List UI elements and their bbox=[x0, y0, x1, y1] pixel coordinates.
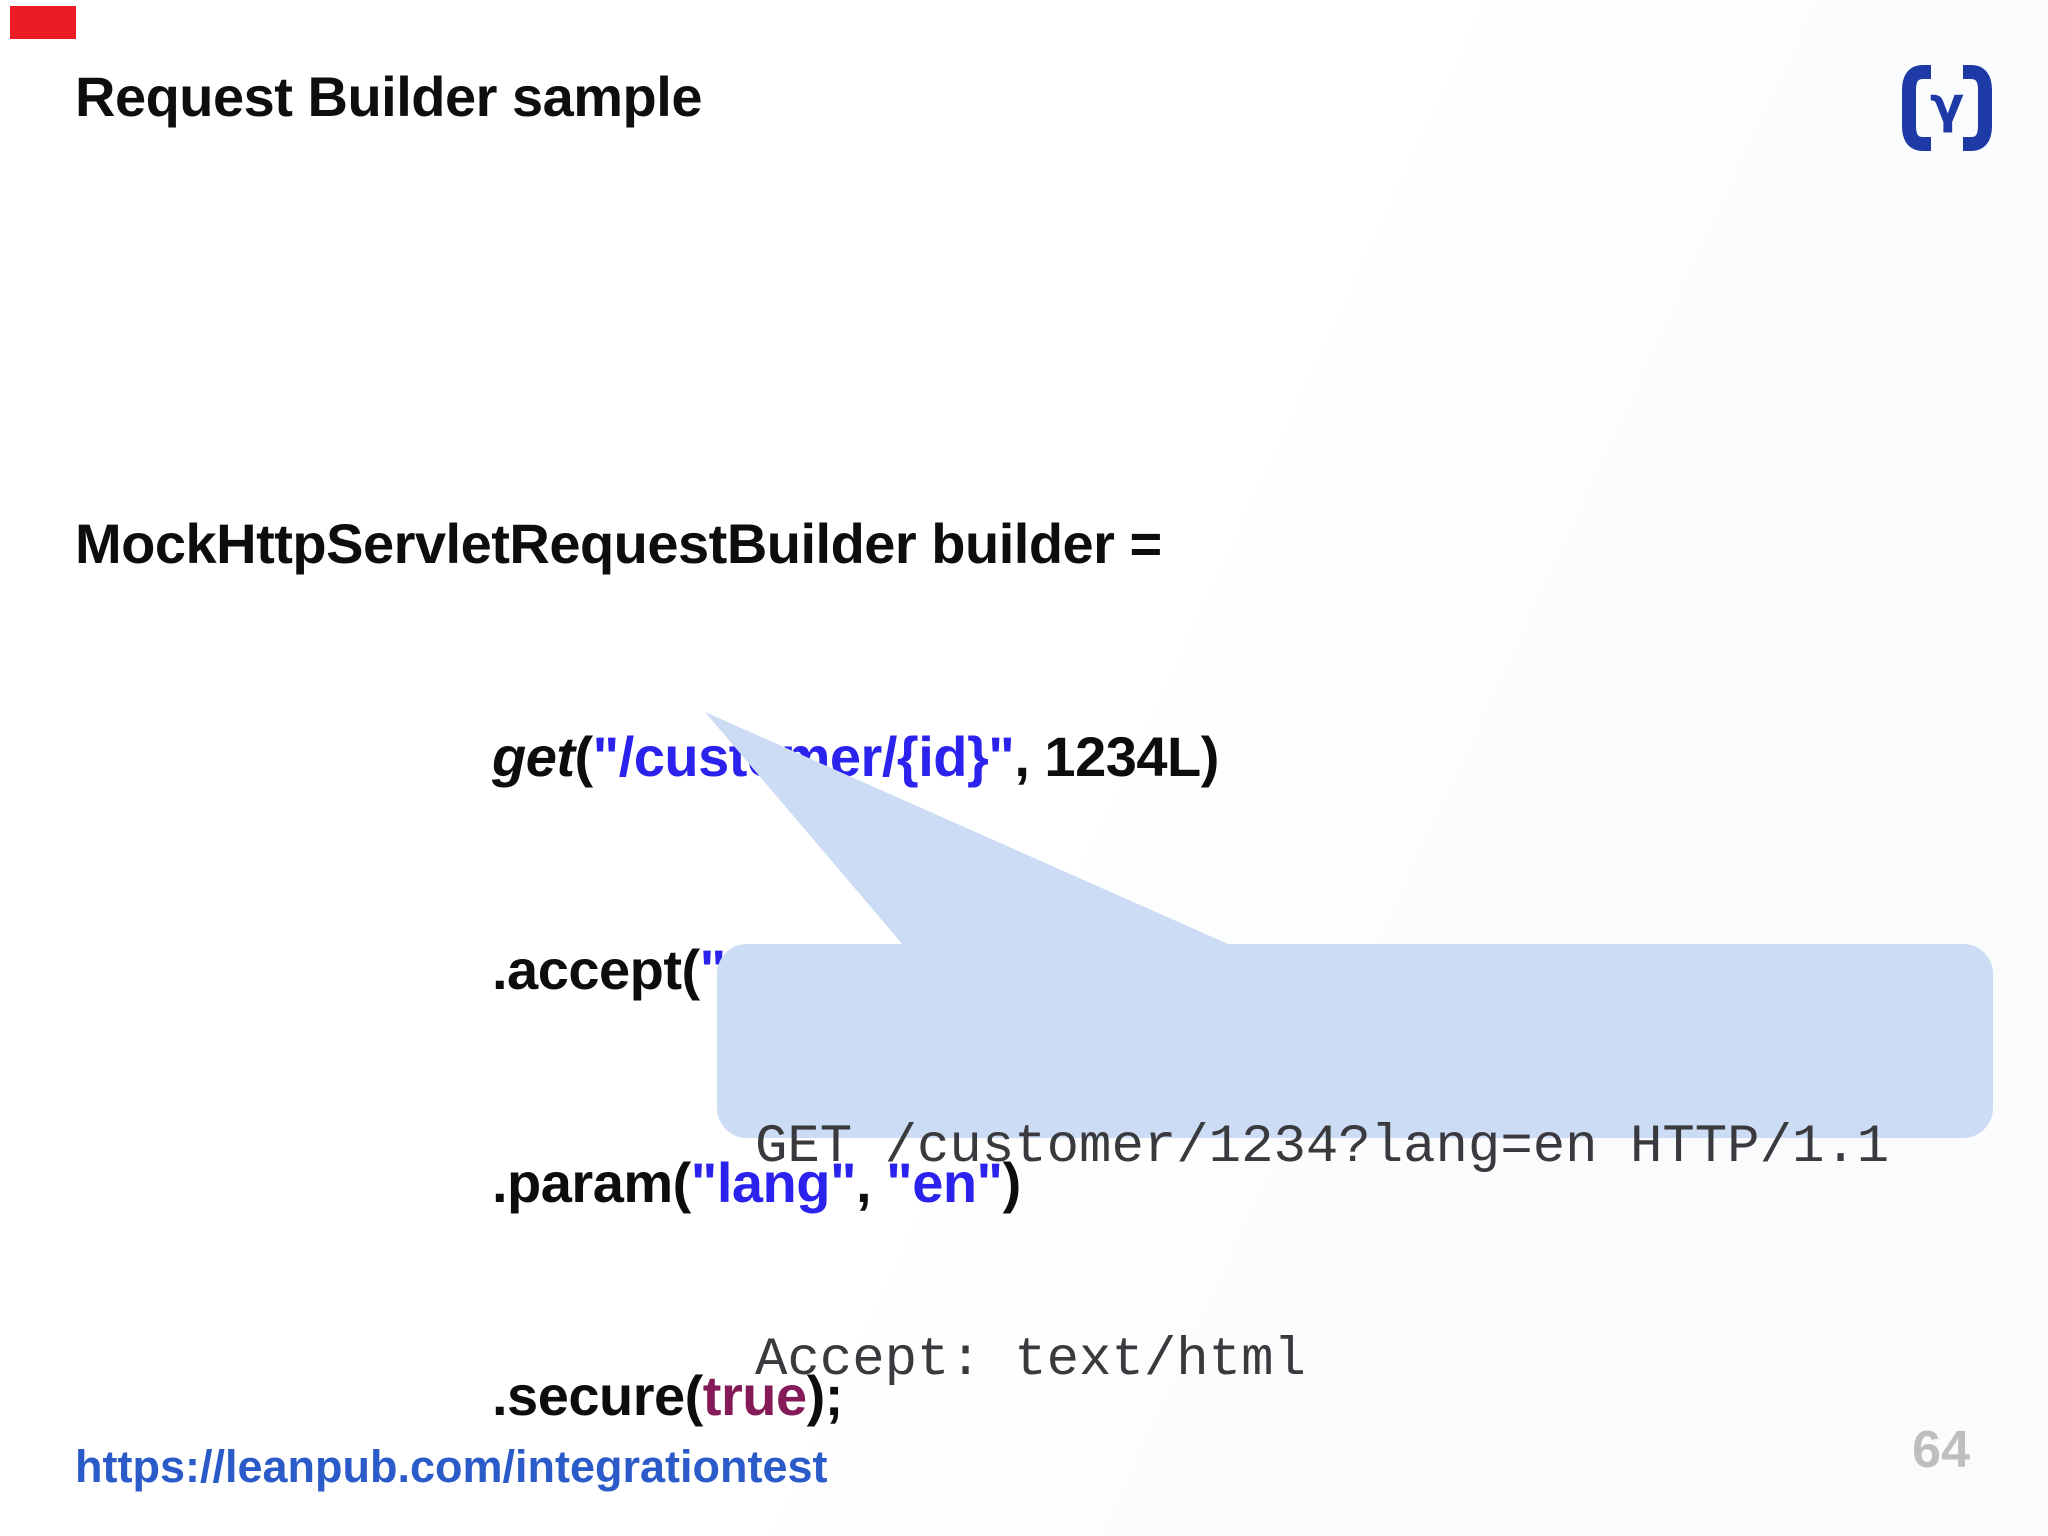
red-marker-box bbox=[10, 6, 76, 39]
page-number: 64 bbox=[1912, 1421, 1970, 1479]
param-value-string: "en" bbox=[886, 1151, 1003, 1214]
http-request-callout: GET /customer/1234?lang=en HTTP/1.1 Acce… bbox=[717, 944, 1993, 1391]
svg-text:γ: γ bbox=[1930, 76, 1964, 134]
footer-link[interactable]: https://leanpub.com/integrationtest bbox=[75, 1441, 828, 1492]
gamma-brackets-logo-icon: γ bbox=[1901, 64, 1993, 152]
code-line-get: get("/customer/{id}", 1234L) bbox=[492, 725, 1219, 788]
code-line-secure: .secure(true); bbox=[492, 1364, 843, 1427]
param-name-string: "lang" bbox=[690, 1151, 857, 1214]
get-keyword: get bbox=[492, 725, 575, 788]
page-title: Request Builder sample bbox=[75, 65, 702, 128]
path-string: "/customer/{id}" bbox=[592, 725, 1015, 788]
http-request-text: GET /customer/1234?lang=en HTTP/1.1 Acce… bbox=[717, 944, 1993, 1536]
http-accept-header-line: Accept: text/html bbox=[755, 1330, 1306, 1391]
boolean-literal: true bbox=[702, 1364, 807, 1427]
code-line-param: .param("lang", "en") bbox=[492, 1151, 1021, 1214]
code-line-declaration: MockHttpServletRequestBuilder builder = bbox=[75, 512, 1162, 575]
http-request-line: GET /customer/1234?lang=en HTTP/1.1 bbox=[755, 1117, 1890, 1178]
